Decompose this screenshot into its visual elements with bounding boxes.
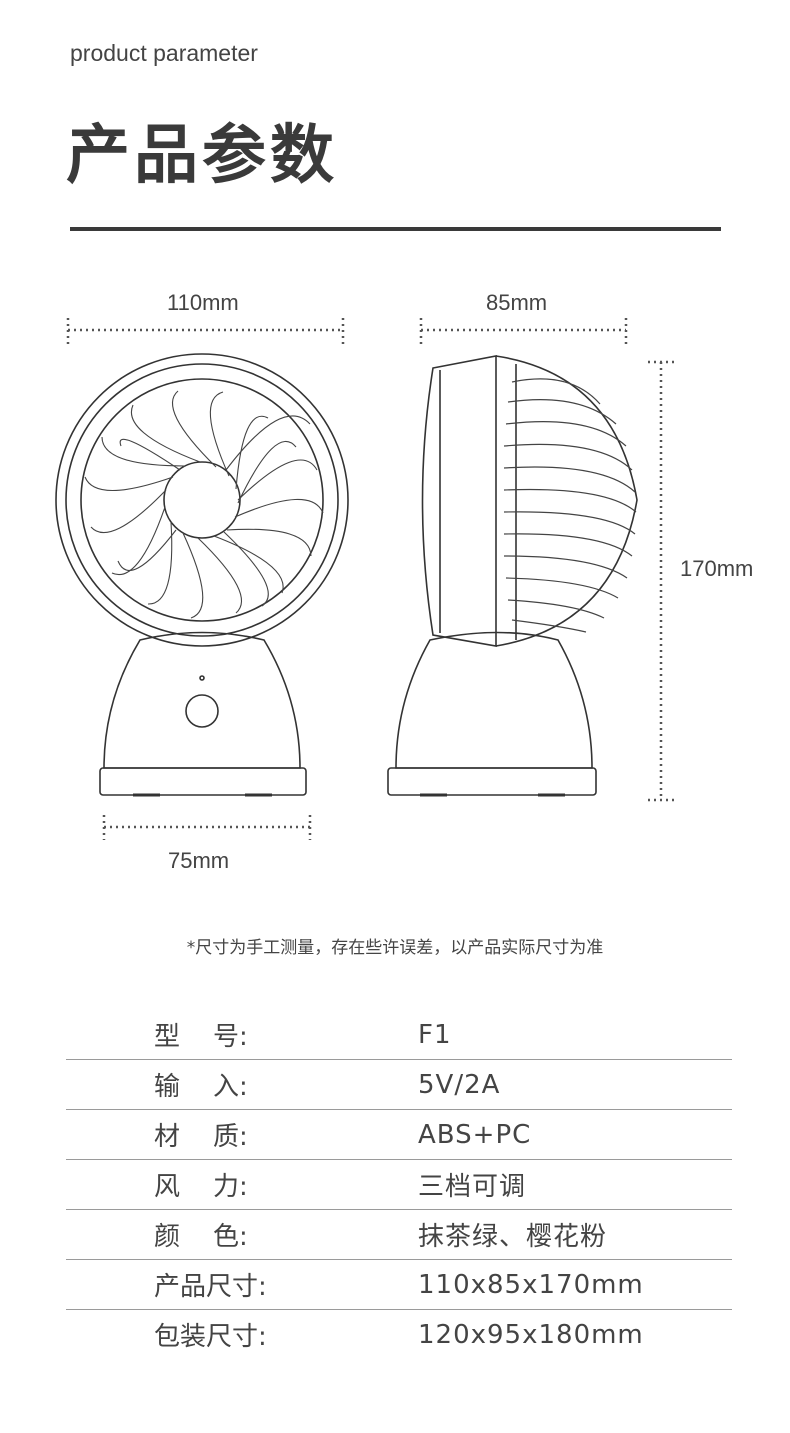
table-row: 型 号: F1 (66, 1010, 732, 1060)
fan-side-grille (503, 378, 637, 633)
measurement-note: *尺寸为手工测量，存在些许误差，以产品实际尺寸为准 (186, 938, 604, 958)
fan-drawing (55, 318, 675, 840)
spec-label-input: 输 入: (154, 1072, 248, 1102)
dimension-depth-label: 85mm (486, 290, 548, 315)
spec-label-color: 颜 色: (154, 1222, 248, 1252)
spec-value-material: ABS+PC (418, 1119, 532, 1150)
table-row: 包装尺寸: 120x95x180mm (66, 1310, 732, 1360)
spec-value-package-size: 120x95x180mm (418, 1319, 644, 1350)
dimension-width-label: 110mm (167, 290, 239, 315)
fan-front-view (55, 353, 349, 797)
table-row: 颜 色: 抹茶绿、樱花粉 (66, 1210, 732, 1260)
title-divider (70, 227, 721, 231)
specs-table: 型 号: F1 输 入: 5V/2A 材 质: ABS+PC 风 力: 三档可调… (66, 1010, 732, 1359)
page-title: 产品参数 (66, 119, 338, 193)
table-row: 输 入: 5V/2A (66, 1060, 732, 1110)
spec-label-product-size: 产品尺寸: (154, 1272, 267, 1302)
spec-value-input: 5V/2A (418, 1069, 501, 1100)
spec-label-package-size: 包装尺寸: (154, 1322, 267, 1352)
fan-side-view (387, 355, 638, 797)
spec-label-model: 型 号: (154, 1022, 248, 1052)
spec-value-model: F1 (418, 1019, 452, 1050)
subtitle: product parameter (70, 40, 258, 66)
table-row: 风 力: 三档可调 (66, 1160, 732, 1210)
spec-label-wind: 风 力: (154, 1172, 248, 1202)
spec-value-color: 抹茶绿、樱花粉 (418, 1222, 608, 1252)
table-row: 产品尺寸: 110x85x170mm (66, 1260, 732, 1310)
spec-value-product-size: 110x85x170mm (418, 1269, 644, 1300)
dimension-base-label: 75mm (168, 848, 230, 873)
dimension-height-label: 170mm (680, 556, 754, 581)
spec-value-wind: 三档可调 (418, 1172, 527, 1202)
fan-front-blades (84, 390, 324, 619)
table-row: 材 质: ABS+PC (66, 1110, 732, 1160)
spec-label-material: 材 质: (154, 1122, 248, 1152)
